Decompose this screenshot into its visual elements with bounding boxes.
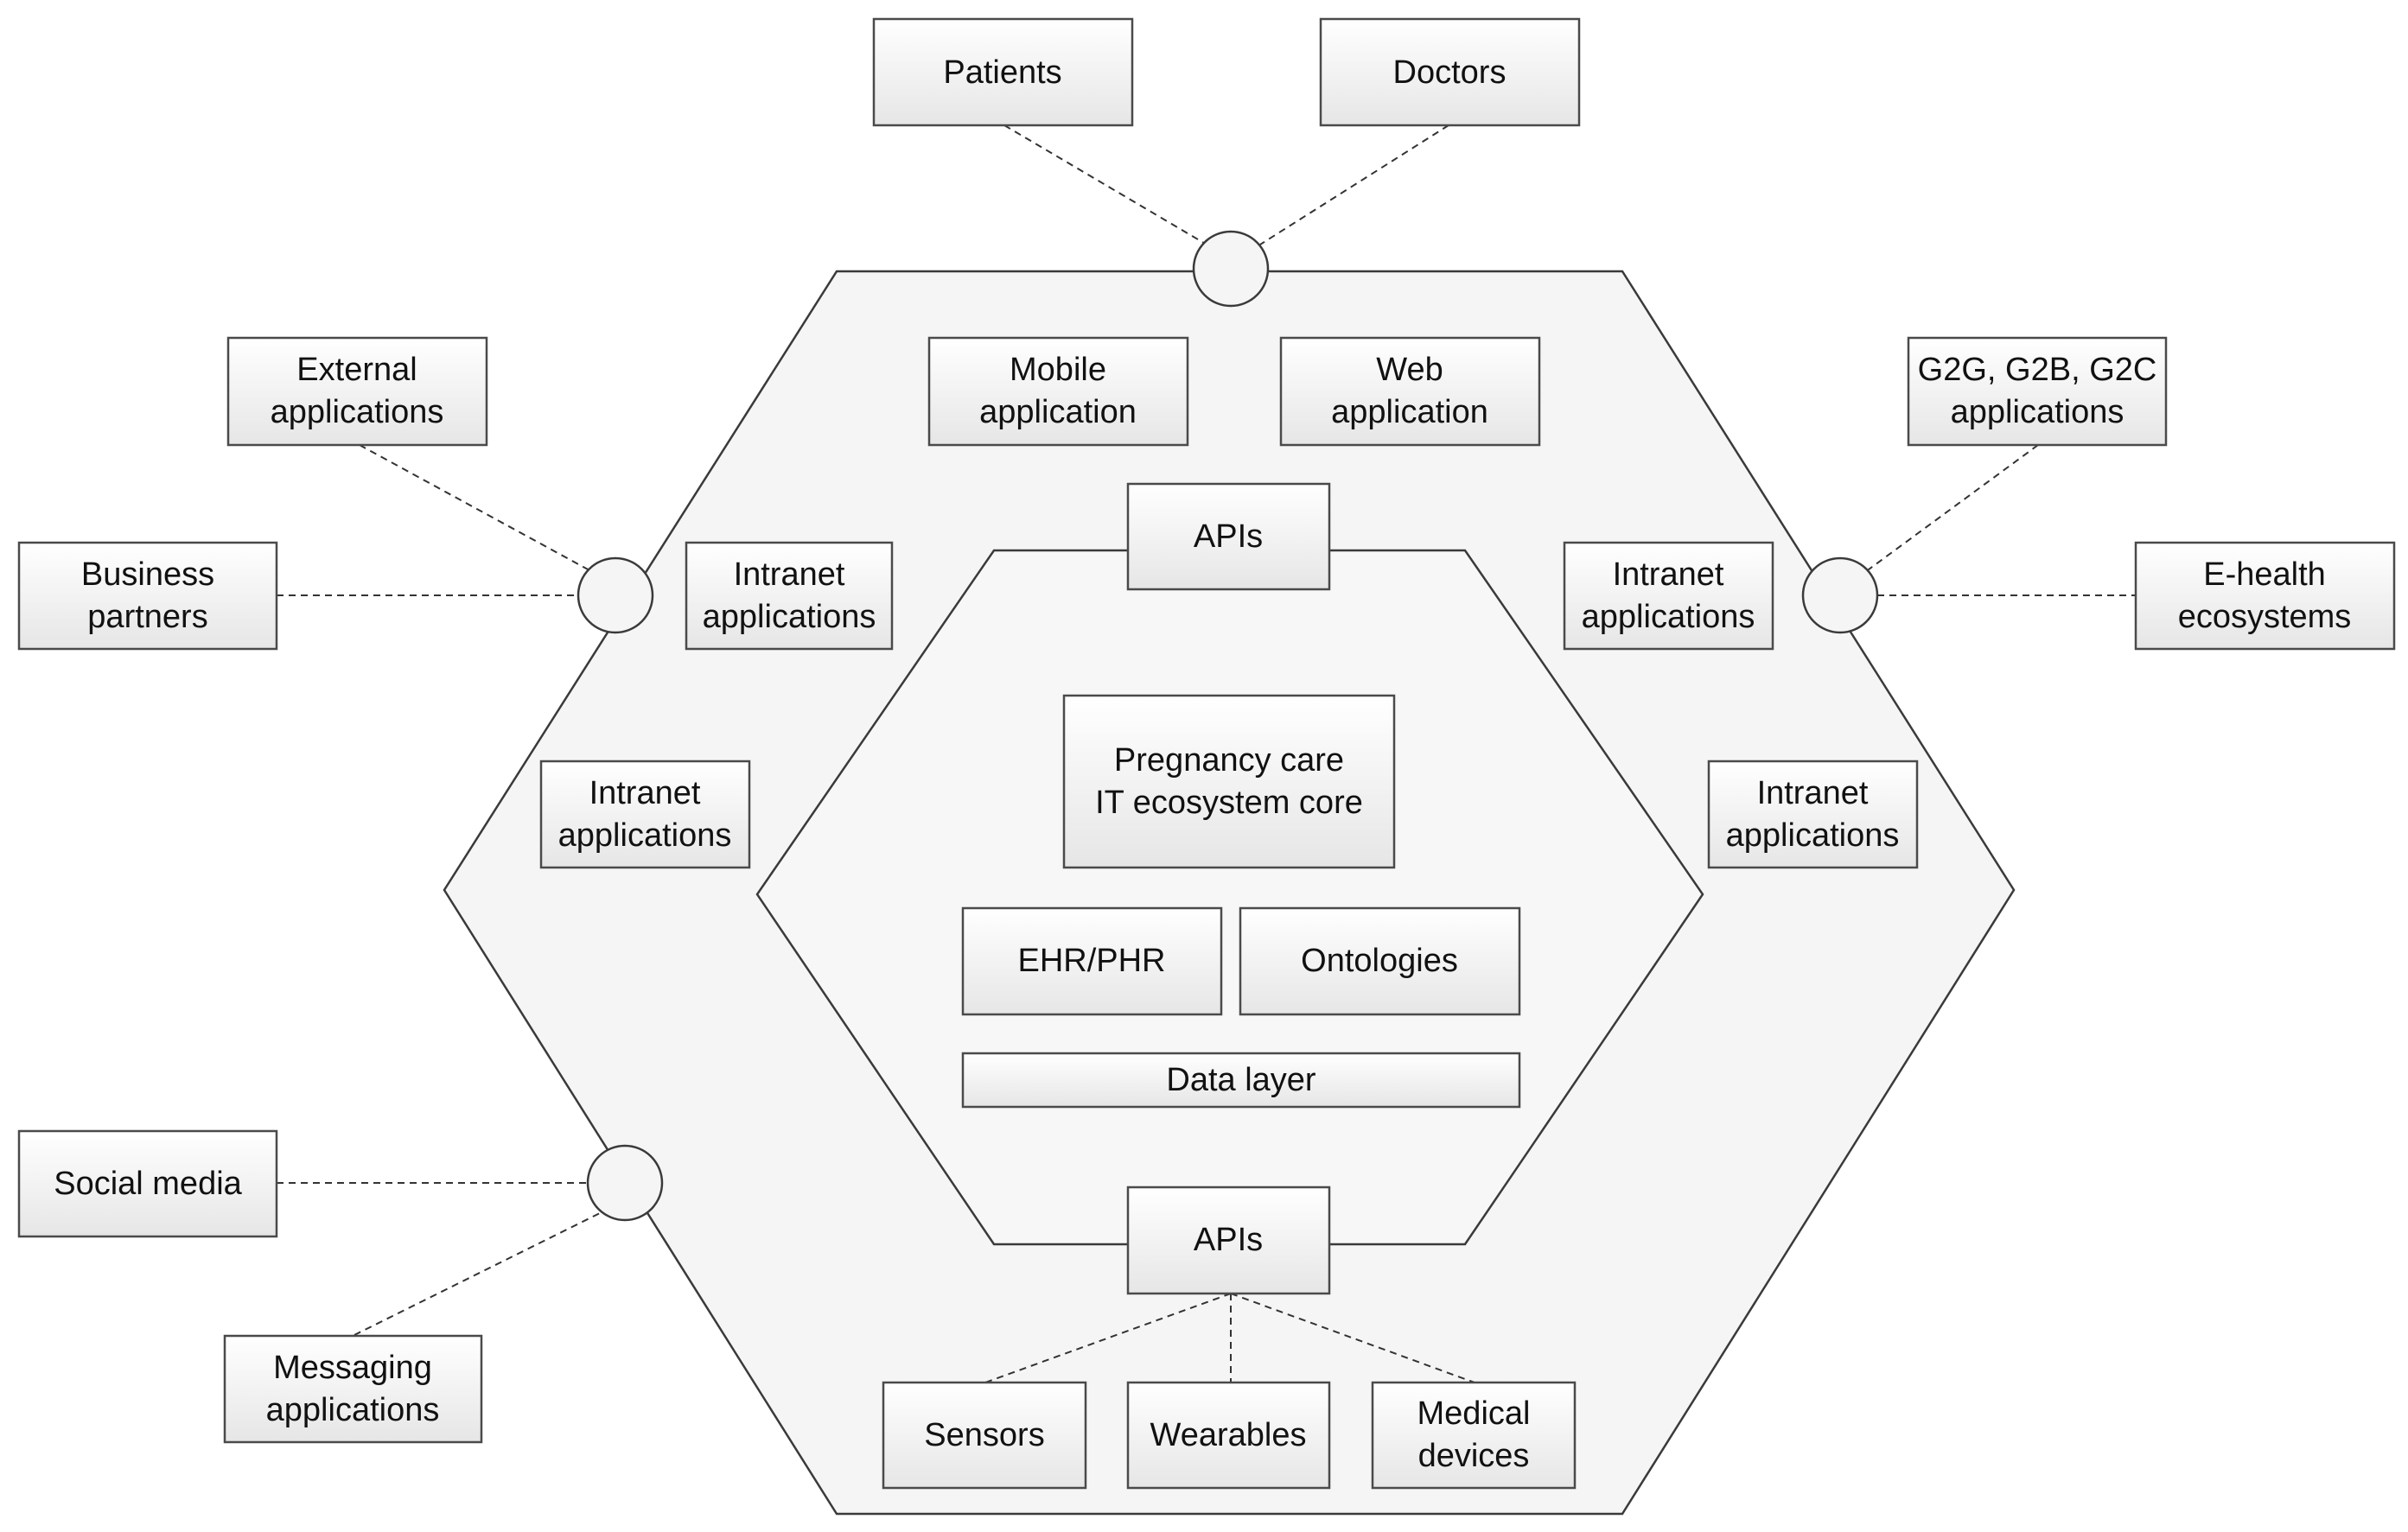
ehr-phr-label: EHR/PHR bbox=[1017, 943, 1165, 979]
web-application-label-1: Web bbox=[1376, 352, 1443, 388]
mobile-application-box: Mobile application bbox=[927, 336, 1189, 447]
web-application-label-2: application bbox=[1331, 394, 1488, 430]
core-label-1: Pregnancy care bbox=[1114, 742, 1344, 779]
ontologies-box: Ontologies bbox=[1239, 906, 1521, 1016]
core-label-2: IT ecosystem core bbox=[1095, 785, 1363, 821]
ehealth-ecosystems-box: E-health ecosystems bbox=[2134, 541, 2396, 651]
g2g-applications-label-2: applications bbox=[1951, 394, 2125, 430]
data-layer-label: Data layer bbox=[1166, 1062, 1316, 1098]
messaging-applications-label-2: applications bbox=[266, 1392, 440, 1428]
connector-external-apps bbox=[359, 444, 590, 571]
external-applications-label-2: applications bbox=[271, 394, 444, 430]
wearables-label: Wearables bbox=[1150, 1417, 1307, 1453]
business-partners-label-2: partners bbox=[87, 599, 207, 635]
doctors-box: Doctors bbox=[1319, 17, 1581, 127]
connector-messaging bbox=[354, 1211, 604, 1336]
intranet-right-top-label-2: applications bbox=[1582, 599, 1755, 635]
mobile-application-label-1: Mobile bbox=[1010, 352, 1106, 388]
port-left bbox=[577, 556, 654, 634]
intranet-left-mid-box: Intranet applications bbox=[539, 760, 751, 869]
external-applications-label-1: External bbox=[296, 352, 417, 388]
connectors bbox=[277, 124, 2136, 1383]
ehealth-ecosystems-label-1: E-health bbox=[2203, 556, 2326, 593]
sensors-label: Sensors bbox=[924, 1417, 1044, 1453]
apis-bottom-label: APIs bbox=[1194, 1222, 1263, 1258]
g2g-applications-label-1: G2G, G2B, G2C bbox=[1918, 352, 2157, 388]
web-application-box: Web application bbox=[1279, 336, 1541, 447]
ehr-phr-box: EHR/PHR bbox=[961, 906, 1223, 1016]
messaging-applications-box: Messaging applications bbox=[223, 1334, 483, 1444]
connector-g2g bbox=[1864, 444, 2039, 573]
medical-devices-label-1: Medical bbox=[1417, 1395, 1531, 1432]
intranet-left-top-label-1: Intranet bbox=[734, 556, 845, 593]
ehealth-ecosystems-label-2: ecosystems bbox=[2178, 599, 2352, 635]
data-layer-box: Data layer bbox=[961, 1052, 1521, 1109]
port-top bbox=[1192, 230, 1270, 308]
social-media-box: Social media bbox=[17, 1129, 278, 1238]
intranet-left-mid-label-2: applications bbox=[558, 817, 732, 854]
business-partners-box: Business partners bbox=[17, 541, 278, 651]
social-media-label: Social media bbox=[54, 1166, 242, 1202]
intranet-right-mid-label-1: Intranet bbox=[1757, 775, 1869, 811]
apis-bottom-box: APIs bbox=[1126, 1186, 1331, 1295]
intranet-left-mid-label-1: Intranet bbox=[589, 775, 701, 811]
port-bottom-left bbox=[586, 1144, 664, 1222]
port-right bbox=[1801, 556, 1879, 634]
doctors-label: Doctors bbox=[1393, 54, 1507, 91]
intranet-right-mid-box: Intranet applications bbox=[1707, 760, 1919, 869]
sensors-box: Sensors bbox=[882, 1381, 1087, 1490]
wearables-box: Wearables bbox=[1126, 1381, 1331, 1490]
ontologies-label: Ontologies bbox=[1301, 943, 1458, 979]
intranet-right-mid-label-2: applications bbox=[1726, 817, 1900, 854]
external-applications-box: External applications bbox=[226, 336, 488, 447]
medical-devices-label-2: devices bbox=[1418, 1438, 1530, 1474]
medical-devices-box: Medical devices bbox=[1371, 1381, 1577, 1490]
intranet-right-top-box: Intranet applications bbox=[1563, 541, 1774, 651]
intranet-left-top-label-2: applications bbox=[703, 599, 876, 635]
business-partners-label-1: Business bbox=[81, 556, 214, 593]
ports bbox=[577, 230, 1879, 1222]
core-box: Pregnancy care IT ecosystem core bbox=[1062, 694, 1396, 869]
messaging-applications-label-1: Messaging bbox=[273, 1350, 432, 1386]
intranet-left-top-box: Intranet applications bbox=[685, 541, 894, 651]
g2g-applications-box: G2G, G2B, G2C applications bbox=[1907, 336, 2168, 447]
apis-top-label: APIs bbox=[1194, 518, 1263, 555]
patients-label: Patients bbox=[943, 54, 1061, 91]
mobile-application-label-2: application bbox=[979, 394, 1137, 430]
connector-patients bbox=[1003, 124, 1207, 245]
patients-box: Patients bbox=[872, 17, 1134, 127]
intranet-right-top-label-1: Intranet bbox=[1613, 556, 1724, 593]
connector-doctors bbox=[1259, 124, 1449, 245]
apis-top-box: APIs bbox=[1126, 482, 1331, 591]
